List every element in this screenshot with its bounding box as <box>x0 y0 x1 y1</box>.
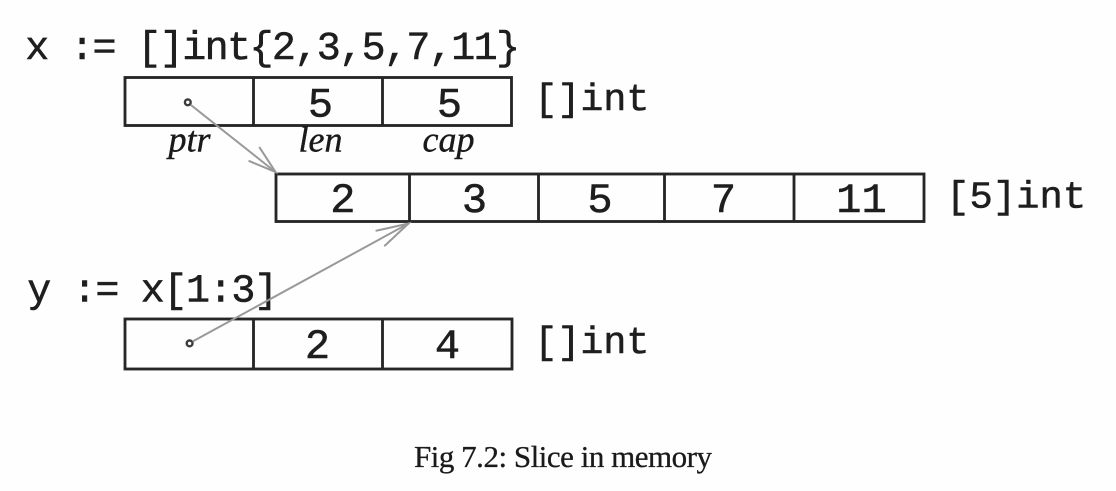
svg-text:2: 2 <box>305 323 330 371</box>
svg-text:[]int: []int <box>534 322 649 365</box>
svg-text:[5]int: [5]int <box>946 177 1086 220</box>
svg-text:5: 5 <box>437 82 462 130</box>
svg-text:Fig 7.2: Slice in memory: Fig 7.2: Slice in memory <box>414 439 713 474</box>
svg-text:len: len <box>299 120 343 160</box>
svg-text:3: 3 <box>462 177 487 225</box>
svg-text:4: 4 <box>435 323 460 371</box>
svg-text:y := x[1:3]: y := x[1:3] <box>27 269 276 314</box>
svg-text:cap: cap <box>423 120 475 160</box>
svg-text:11: 11 <box>836 177 886 225</box>
svg-text:5: 5 <box>587 177 612 225</box>
svg-text:7: 7 <box>711 177 736 225</box>
svg-text:[]int: []int <box>534 79 649 122</box>
svg-text:5: 5 <box>308 82 333 130</box>
svg-text:2: 2 <box>330 177 355 225</box>
svg-text:x := []int{2,3,5,7,11}: x := []int{2,3,5,7,11} <box>25 27 518 72</box>
svg-text:ptr: ptr <box>165 120 211 160</box>
